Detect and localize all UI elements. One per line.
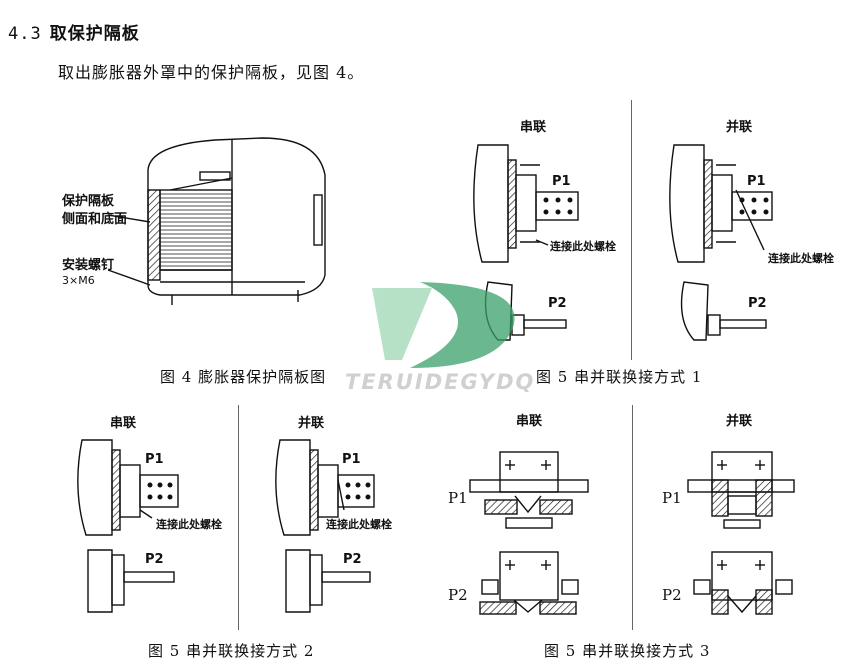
fig5a-parallel-title: 并联 bbox=[726, 120, 753, 135]
watermark-text: TERUIDEGYDQ bbox=[345, 370, 536, 394]
fig5b-caption: 图 5 串并联换接方式 2 bbox=[148, 642, 315, 660]
fig5c-drawings bbox=[469, 451, 795, 615]
fig5c-series-p2: P2 bbox=[448, 586, 468, 604]
fig4-label-guard-2: 侧面和底面 bbox=[62, 212, 128, 227]
fig5c-series-p1: P1 bbox=[448, 489, 468, 507]
fig5a-parallel-p1: P1 bbox=[747, 174, 766, 189]
fig5b-series-bolt-note: 连接此处螺栓 bbox=[156, 518, 222, 531]
fig5c-parallel-title: 并联 bbox=[726, 414, 753, 429]
fig5a-series-p1: P1 bbox=[552, 174, 571, 189]
fig5a-parallel-bolt-note: 连接此处螺栓 bbox=[768, 252, 834, 265]
fig5a-series-p2: P2 bbox=[548, 296, 567, 311]
fig5b-series-title: 串联 bbox=[110, 416, 137, 431]
section-number: 4.3 bbox=[8, 24, 42, 44]
fig5b-parallel-p2: P2 bbox=[343, 552, 362, 567]
divider-fig5b bbox=[238, 405, 239, 630]
fig5b-parallel-title: 并联 bbox=[298, 416, 325, 431]
divider-fig5c bbox=[632, 405, 633, 630]
fig5c-parallel-p2: P2 bbox=[662, 586, 682, 604]
fig4-caption: 图 4 膨胀器保护隔板图 bbox=[160, 368, 327, 386]
fig5c-caption: 图 5 串并联换接方式 3 bbox=[544, 642, 711, 660]
fig4-label-screw-1: 安装螺钉 bbox=[62, 258, 115, 273]
fig5b-drawings bbox=[77, 439, 375, 613]
section-heading: 4.3 取保护隔板 bbox=[8, 19, 140, 44]
fig5a-parallel-p2: P2 bbox=[748, 296, 767, 311]
fig5b-series-p1: P1 bbox=[145, 452, 164, 467]
fig5a-series-bolt-note: 连接此处螺栓 bbox=[550, 240, 616, 253]
fig5c-series-title: 串联 bbox=[516, 414, 543, 429]
expander-drawing bbox=[107, 137, 326, 305]
divider-fig5a bbox=[631, 100, 632, 360]
fig5a-drawings bbox=[473, 144, 773, 341]
watermark-logo bbox=[372, 282, 515, 368]
fig5c-parallel-p1: P1 bbox=[662, 489, 682, 507]
fig5b-parallel-p1: P1 bbox=[342, 452, 361, 467]
fig5b-parallel-bolt-note: 连接此处螺栓 bbox=[326, 518, 392, 531]
fig4-label-screw-2: 3×M6 bbox=[62, 274, 95, 287]
intro-paragraph: 取出膨胀器外罩中的保护隔板，见图 4。 bbox=[58, 63, 365, 82]
fig4-label-guard-1: 保护隔板 bbox=[62, 194, 115, 209]
fig5a-series-title: 串联 bbox=[520, 120, 547, 135]
section-title: 取保护隔板 bbox=[49, 24, 140, 44]
fig5b-series-p2: P2 bbox=[145, 552, 164, 567]
fig5a-caption: 图 5 串并联换接方式 1 bbox=[536, 368, 703, 386]
